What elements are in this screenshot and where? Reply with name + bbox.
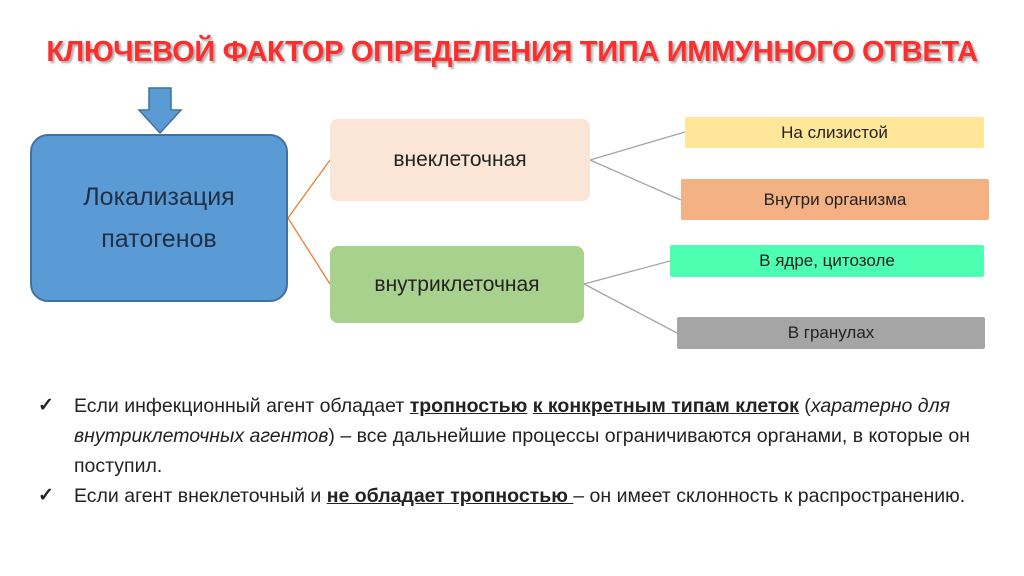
connector-root-extracellular xyxy=(287,159,331,219)
bullet-text-italic: харатерно для внутриклеточных агентов xyxy=(74,395,950,447)
check-icon: ✓ xyxy=(38,485,54,506)
bullet-text: Если инфекционный агент обладает xyxy=(74,395,410,417)
category-intracellular: внутриклеточная xyxy=(330,246,584,323)
bullet-item: ✓ Если инфекционный агент обладает тропн… xyxy=(38,391,998,481)
connector-ext-inside xyxy=(589,159,682,201)
bullet-text: ) – все дальнейшие процессы ограничивают… xyxy=(74,425,970,477)
root-node-line2: патогенов xyxy=(101,225,217,253)
leaf-mucosa: На слизистой xyxy=(685,117,984,148)
connector-int-granules xyxy=(583,283,678,334)
slide-title: КЛЮЧЕВОЙ ФАКТОР ОПРЕДЕЛЕНИЯ ТИПА ИММУННО… xyxy=(46,36,978,68)
leaf-inside-organism: Внутри организма xyxy=(681,179,989,220)
bullet-text-emphasis: к конкретным типам клеток xyxy=(532,395,799,417)
down-arrow-icon xyxy=(137,87,183,135)
bullet-item: ✓ Если агент внеклеточный и не обладает … xyxy=(38,481,998,511)
bullet-text: – он имеет склонность к распространению. xyxy=(573,485,966,507)
connector-root-intracellular xyxy=(287,217,331,285)
connector-int-nucleus xyxy=(583,260,671,285)
leaf-nucleus-cytosol: В ядре, цитозоле xyxy=(670,245,984,277)
bullet-text: Если агент внеклеточный и xyxy=(74,485,327,507)
check-icon: ✓ xyxy=(38,395,54,416)
bullet-text-emphasis: не обладает тропностью xyxy=(326,485,574,507)
bullet-list: ✓ Если инфекционный агент обладает тропн… xyxy=(38,391,998,511)
root-node-line1: Локализация xyxy=(83,183,235,211)
connector-ext-mucosa xyxy=(589,131,686,161)
bullet-text-emphasis: тропностью xyxy=(409,395,528,417)
leaf-granules: В гранулах xyxy=(677,317,985,349)
bullet-text: ( xyxy=(798,395,811,417)
category-extracellular: внеклеточная xyxy=(330,119,590,201)
root-node-pathogen-localization: Локализация патогенов xyxy=(30,134,288,302)
